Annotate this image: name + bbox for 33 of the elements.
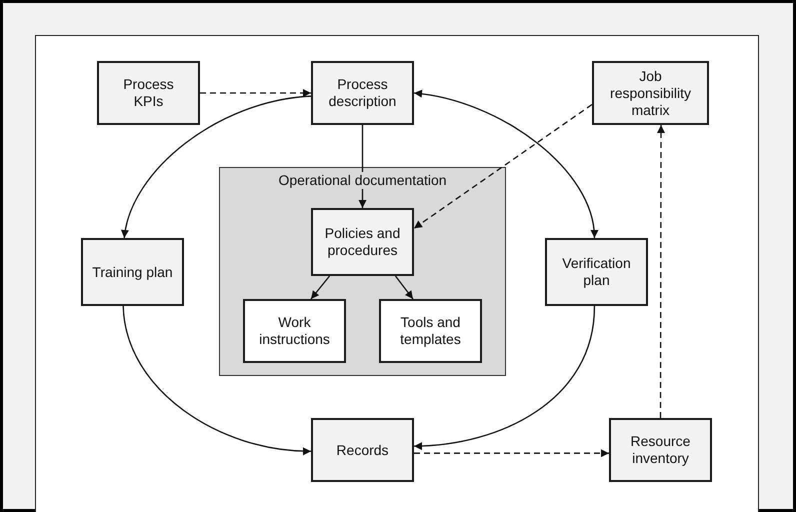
dashed-arrow [414,104,592,229]
box-label: Records [336,442,389,458]
box-label: Process KPIs [122,76,175,110]
arrow [414,90,598,238]
process-box [609,418,712,482]
box-label: Job responsibility matrix [609,68,692,118]
arrow [414,306,596,450]
process-box [311,61,414,125]
process-box [592,61,709,125]
arrow [358,125,366,208]
process-box [545,238,648,306]
box-label: Verification plan [561,255,632,289]
box-label: Work instructions [258,314,331,348]
box-label: Training plan [92,264,173,280]
arrow [310,276,330,300]
box-label: Tools and templates [399,314,462,348]
document-box [379,299,482,363]
group-label: Operational documentation [276,172,449,189]
document-box [243,299,346,363]
process-box [311,208,414,276]
box-label: Resource inventory [630,433,692,467]
dashed-arrow [200,89,311,97]
process-box [81,238,184,306]
arrow [122,96,312,238]
arrow [394,276,414,300]
dashed-arrow [657,125,666,418]
process-box [311,418,414,482]
group-panel [219,167,506,376]
dashed-arrow [414,449,609,458]
box-label: Process description [328,76,398,110]
process-box [97,61,200,125]
box-label: Policies and procedures [324,225,402,259]
arrow [122,306,312,455]
